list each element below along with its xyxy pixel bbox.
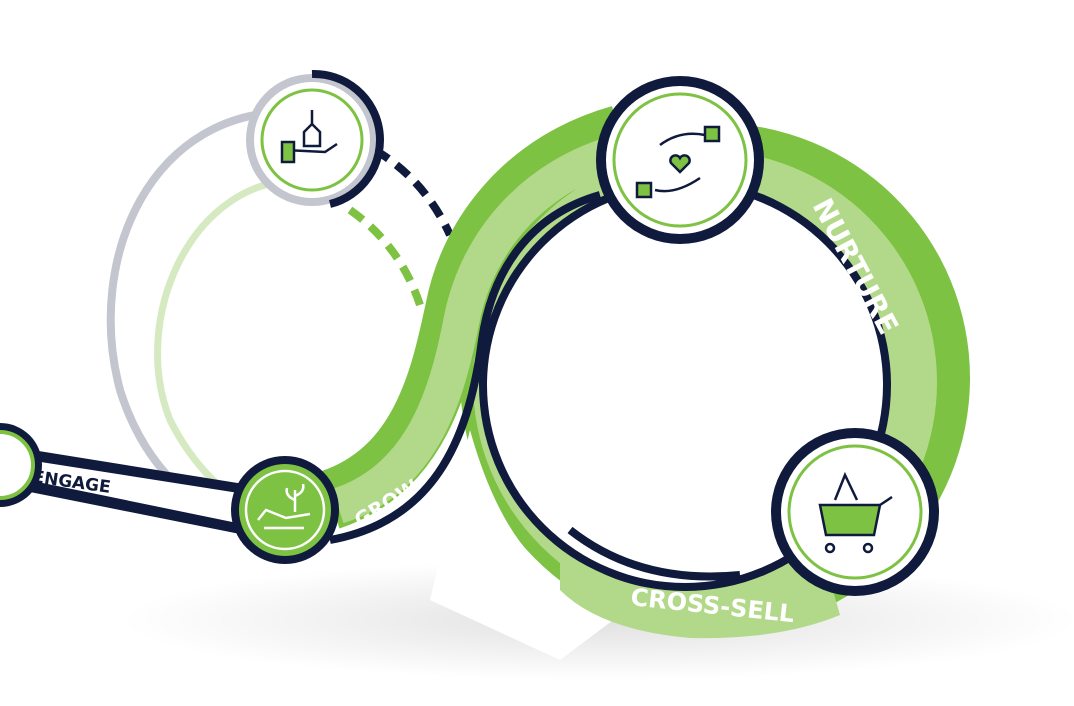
nurture-node[interactable] [596, 76, 764, 244]
engage-bar [20, 448, 250, 535]
hands-exchanging-heart-icon [635, 125, 721, 199]
attract-node[interactable] [246, 69, 384, 208]
cross-sell-node[interactable] [771, 428, 939, 596]
hand-holding-plant-icon [257, 483, 311, 530]
hand-offering-bottle-icon [280, 110, 338, 164]
engage-node[interactable] [0, 423, 42, 507]
cross-sell-band [560, 550, 840, 639]
grow-node[interactable] [231, 456, 339, 564]
dashed-connector-green-top [347, 206, 424, 307]
shopping-cart-icon [818, 471, 893, 554]
dashed-connector-navy-top [372, 146, 454, 237]
